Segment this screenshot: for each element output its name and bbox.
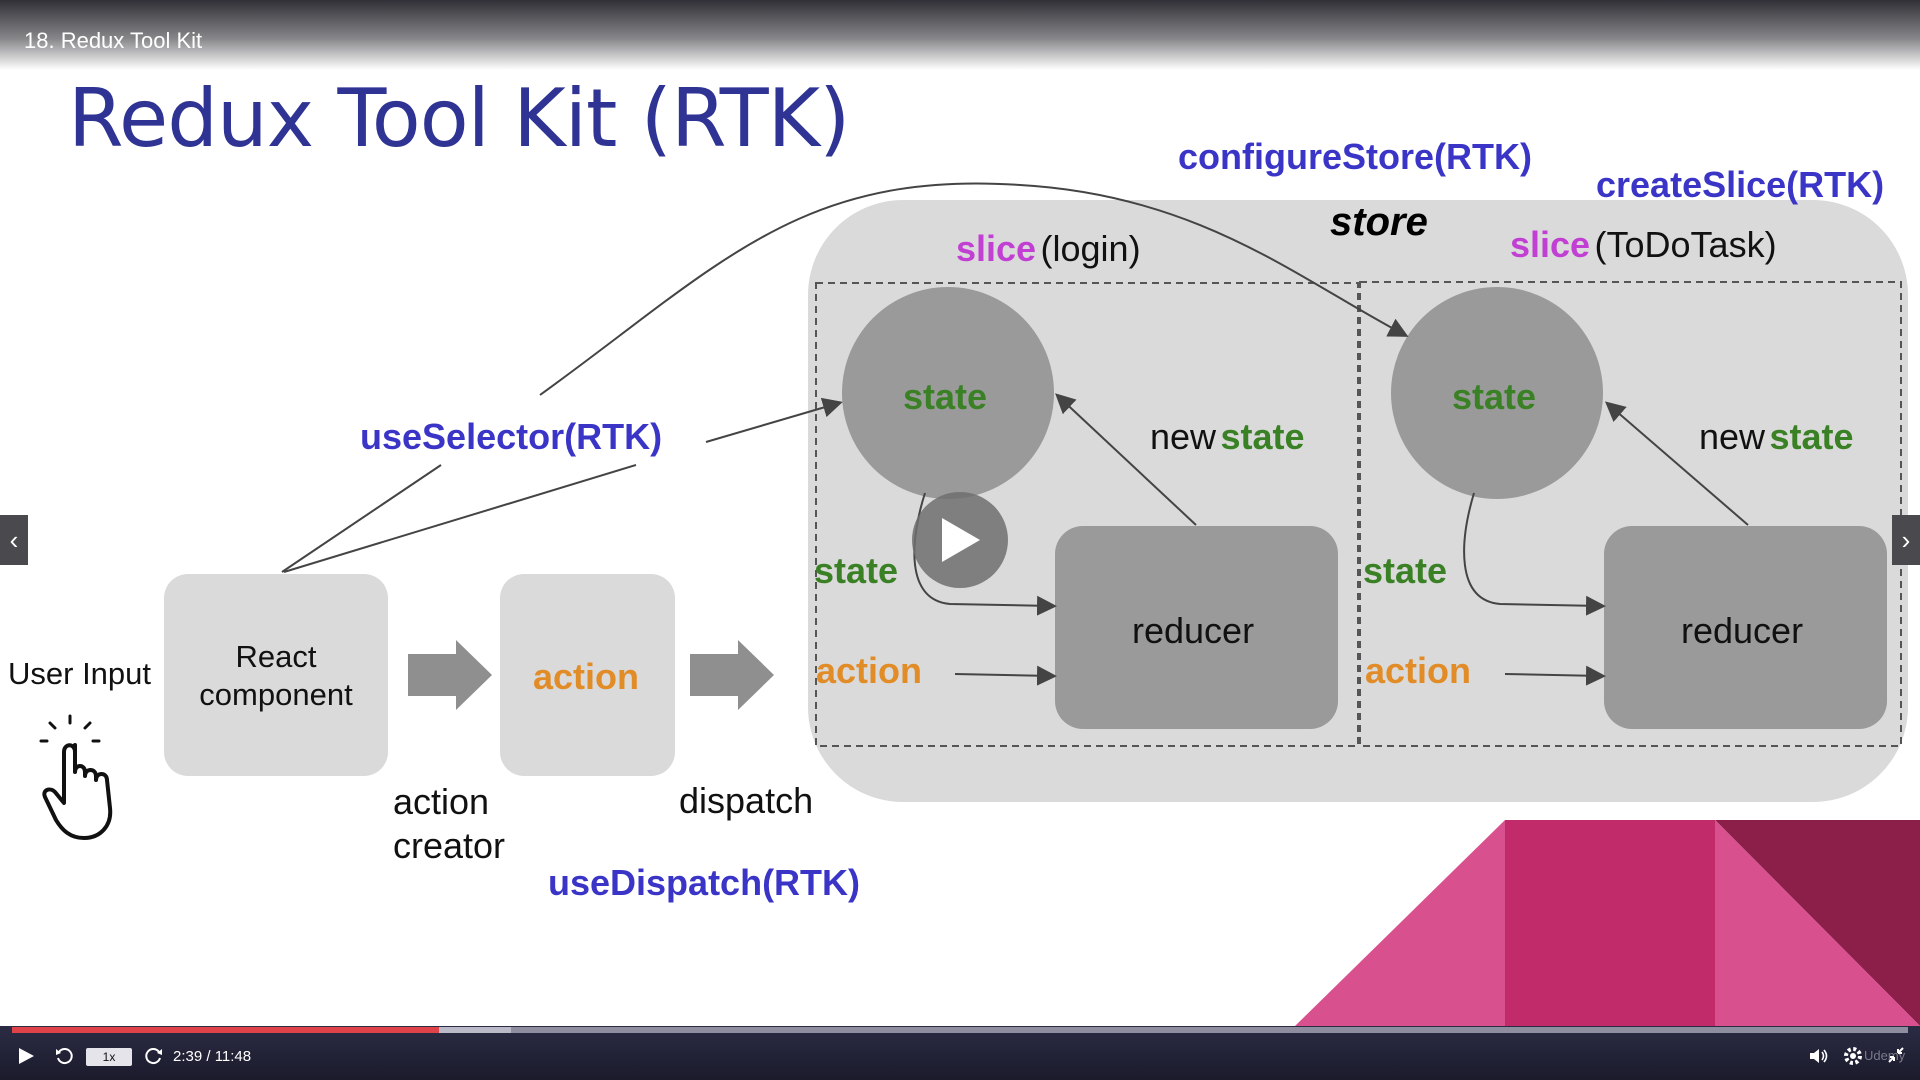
slice-todo-heading: slice (ToDoTask): [1510, 224, 1777, 266]
action-input-label: action: [1365, 650, 1472, 691]
action-creator-line-2: creator: [393, 825, 506, 866]
reducer-box-login: [1055, 526, 1338, 729]
decor-triangle-left: [1295, 820, 1505, 1026]
slice-todo-name: (ToDoTask): [1594, 224, 1777, 265]
play-icon: [942, 518, 980, 562]
state-word: state: [1769, 416, 1854, 457]
volume-icon: [1810, 1049, 1828, 1063]
arrow-to-action: [408, 640, 492, 710]
state-circle-label: state: [903, 376, 988, 417]
slice-login-name: (login): [1040, 228, 1141, 269]
next-icon: ›: [1901, 524, 1911, 555]
arrow-dispatch: [690, 640, 774, 710]
playback-speed-button[interactable]: 1x: [86, 1048, 132, 1066]
next-lecture-button[interactable]: ›: [1892, 515, 1920, 565]
prev-lecture-button[interactable]: ‹: [0, 515, 28, 565]
state-word: state: [1220, 416, 1305, 457]
rewind-button[interactable]: [54, 1046, 74, 1071]
slice-login-box: [815, 282, 1359, 747]
action-to-reducer-login: [954, 665, 1057, 686]
use-dispatch-label: useDispatch(RTK): [548, 862, 861, 903]
user-input-label: User Input: [8, 656, 152, 691]
top-gradient-bar: [0, 0, 1920, 70]
selector-arrow-todo: [539, 182, 1409, 396]
rewind-icon: [56, 1048, 73, 1065]
state-circle-login: [842, 287, 1054, 499]
play-button[interactable]: [16, 1046, 36, 1071]
state-circle-label: state: [1452, 376, 1537, 417]
forward-icon: [145, 1048, 162, 1065]
volume-button[interactable]: [1808, 1046, 1830, 1071]
decor-square: [1505, 820, 1715, 1026]
use-selector-label: useSelector(RTK): [360, 416, 663, 457]
react-component-line-2: component: [199, 677, 353, 712]
play-icon: [19, 1048, 34, 1064]
configure-store-label: configureStore(RTK): [1178, 136, 1532, 177]
slice-keyword: slice: [956, 228, 1037, 269]
lecture-title: 18. Redux Tool Kit: [24, 28, 203, 53]
new-state-arrow-login: [1055, 393, 1197, 526]
slide-title: Redux Tool Kit (RTK): [68, 72, 850, 165]
progress-played: [12, 1027, 439, 1033]
settings-button[interactable]: [1842, 1045, 1864, 1072]
action-creator-label: action creator: [393, 780, 505, 868]
time-display: 2:39 / 11:48: [173, 1048, 252, 1065]
selector-line-1: [281, 464, 442, 573]
action-box-label: action: [533, 656, 640, 697]
action-box: [500, 574, 675, 776]
selector-line-2: [283, 464, 637, 573]
create-slice-label: createSlice(RTK): [1596, 164, 1885, 205]
slice-login-heading: slice (login): [956, 228, 1141, 270]
new-state-arrow-todo: [1604, 401, 1749, 526]
action-to-reducer-todo: [1504, 665, 1606, 686]
decor-triangle-bottom: [1715, 820, 1920, 1026]
player-controls: [0, 1026, 1920, 1080]
exit-fullscreen-button[interactable]: [1886, 1045, 1906, 1070]
new-word: new: [1150, 416, 1217, 457]
big-play-button[interactable]: [912, 492, 1008, 588]
state-to-reducer-todo: [1463, 492, 1606, 616]
reducer-box-todo: [1604, 526, 1887, 729]
slice-todo-box: [1359, 281, 1902, 747]
prev-icon: ‹: [9, 524, 19, 555]
state-circle-todo: [1391, 287, 1603, 499]
slice-keyword: slice: [1510, 224, 1591, 265]
state-input-label: state: [1363, 550, 1448, 591]
exit-fullscreen-icon: [1888, 1047, 1904, 1063]
selector-arrow-login: [705, 397, 843, 443]
reducer-label: reducer: [1681, 610, 1804, 651]
settings-icon: [1844, 1047, 1862, 1065]
new-word: new: [1699, 416, 1766, 457]
react-component-label: React component: [164, 638, 388, 714]
hand-pointer-icon: [39, 714, 113, 840]
progress-track[interactable]: [12, 1027, 1908, 1033]
dispatch-label: dispatch: [679, 780, 814, 821]
forward-button[interactable]: [144, 1046, 164, 1071]
reducer-label: reducer: [1132, 610, 1255, 651]
new-state-label: new state: [1699, 416, 1854, 458]
react-component-line-1: React: [235, 639, 317, 674]
action-input-label: action: [816, 650, 923, 691]
store-label: store: [1330, 200, 1428, 244]
react-component-box: [164, 574, 388, 776]
action-creator-line-1: action: [393, 781, 490, 822]
state-input-label: state: [814, 550, 899, 591]
new-state-label: new state: [1150, 416, 1305, 458]
